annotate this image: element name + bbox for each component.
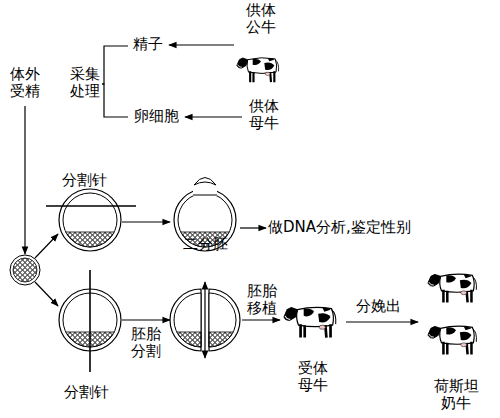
embryo-split-label: 胚胎 分割: [128, 326, 164, 360]
node-text: 受体 母牛: [293, 360, 333, 394]
early-embryo-zona: [10, 255, 40, 285]
node-text: 采集 处理: [68, 66, 102, 100]
branch-arrow: [35, 282, 58, 306]
half-embryo-zona: [209, 289, 240, 351]
donor-bull-cow: [237, 58, 279, 82]
flow-arrow: [122, 221, 170, 222]
connector-arrow: [346, 321, 418, 322]
edge-label: 胚胎 移植: [244, 283, 280, 317]
connector-arrow: [102, 84, 128, 117]
edge-label: 分娩出: [356, 298, 401, 315]
inner-cell-mass: [66, 232, 114, 247]
node-text: 体外 受精: [6, 66, 44, 100]
donor-cow-node: 供体 母牛: [244, 98, 284, 136]
node-text: 供体 公牛: [241, 2, 281, 36]
connector-arrow: [169, 44, 234, 45]
early-embryo-cells: [13, 258, 37, 282]
node-text: 二分胚: [175, 236, 235, 253]
connector-arrow: [185, 116, 242, 117]
needle-label: 分割针: [64, 384, 109, 401]
blastocyst-zona: [59, 189, 121, 251]
needle-label: 分割针: [62, 172, 107, 189]
dna-analysis-label: 做DNA分析,鉴定性别: [268, 219, 411, 236]
holstein-cow: [428, 274, 476, 302]
egg-node: 卵细胞: [130, 108, 182, 128]
split-arrow: [204, 282, 205, 358]
branch-arrow: [35, 234, 58, 258]
sampled-cells: [194, 178, 216, 186]
holstein-cow: [428, 326, 476, 354]
splitting-needle: [89, 270, 91, 372]
node-text: 供体 母牛: [244, 98, 284, 132]
splitting-needle: [46, 205, 136, 207]
node-text: 卵细胞: [130, 108, 182, 125]
inner-cell-mass: [177, 332, 201, 347]
fertilization-node: 体外 受精: [6, 66, 44, 104]
flow-arrow: [24, 106, 25, 254]
recipient-cow-node: 受体 母牛: [282, 296, 344, 394]
flow-arrow: [240, 227, 266, 228]
donor-bull-node: 供体 公牛: [236, 2, 286, 96]
node-text: 荷斯坦 奶牛: [428, 378, 484, 412]
collection-node: 采集 处理: [68, 66, 102, 104]
cut-gap: [193, 187, 217, 196]
holstein-node: 荷斯坦 奶牛: [420, 262, 492, 412]
cut-edge: [193, 195, 217, 196]
split-embryo-node: 二分胚: [170, 236, 240, 354]
half-embryo-zona: [170, 289, 201, 351]
connector-arrow: [242, 319, 280, 320]
node-text: 精子: [130, 36, 166, 53]
inner-cell-mass: [209, 332, 233, 347]
blastocyst-wall: [63, 193, 117, 247]
flow-arrow: [122, 319, 170, 320]
half-embryo-wall: [174, 293, 201, 347]
connector-arrow: [102, 46, 128, 84]
sperm-node: 精子: [130, 36, 166, 56]
half-embryo-wall: [209, 293, 236, 347]
recipient-cow: [284, 307, 336, 337]
